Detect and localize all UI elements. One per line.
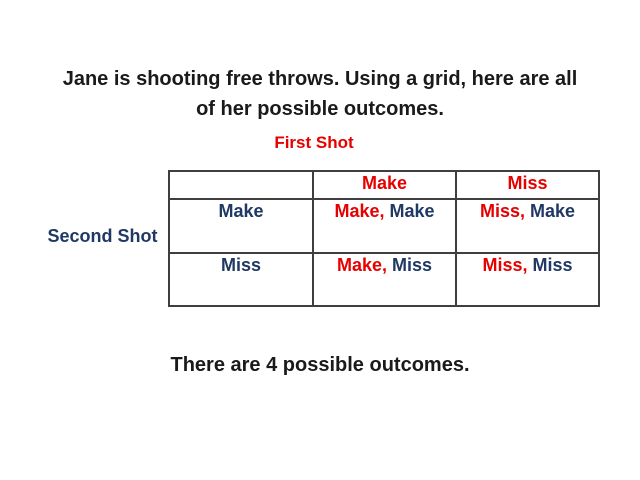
grid-row-header-make: Make	[168, 198, 314, 254]
grid-column-header-miss: Miss	[455, 170, 600, 200]
outcome-second-shot-text: Miss	[527, 255, 573, 275]
grid-header-row: Make Miss	[168, 170, 600, 200]
outcome-grid-table: Make Miss Make Make, Make Miss, Make Mis…	[168, 170, 600, 307]
grid-cell-make-miss: Make, Miss	[312, 252, 457, 307]
outcome-second-shot-text: Miss	[387, 255, 433, 275]
grid-cell-make-make: Make, Make	[312, 198, 457, 254]
slide-title-line-2: of her possible outcomes.	[196, 98, 444, 120]
grid-row-header-miss: Miss	[168, 252, 314, 307]
outcome-first-shot-text: Miss,	[482, 255, 528, 275]
first-shot-label: First Shot	[274, 133, 354, 152]
slide-title-line-1: Jane is shooting free throws. Using a gr…	[62, 68, 578, 90]
outcome-first-shot-text: Make,	[336, 255, 387, 275]
grid-row-make: Make Make, Make Miss, Make	[168, 198, 600, 254]
footer-conclusion-text: There are 4 possible outcomes.	[170, 354, 470, 376]
outcome-first-shot-text: Miss,	[479, 201, 525, 221]
outcome-first-shot-text: Make,	[334, 201, 385, 221]
outcome-second-shot-text: Make	[384, 201, 435, 221]
grid-corner-empty-cell	[168, 170, 314, 200]
grid-column-header-make: Make	[312, 170, 457, 200]
second-shot-label: Second Shot	[47, 226, 158, 246]
grid-cell-miss-make: Miss, Make	[455, 198, 600, 254]
slide-title: Jane is shooting free throws. Using a gr…	[0, 64, 640, 124]
grid-cell-miss-miss: Miss, Miss	[455, 252, 600, 307]
grid-row-miss: Miss Make, Miss Miss, Miss	[168, 252, 600, 307]
outcome-second-shot-text: Make	[525, 201, 576, 221]
